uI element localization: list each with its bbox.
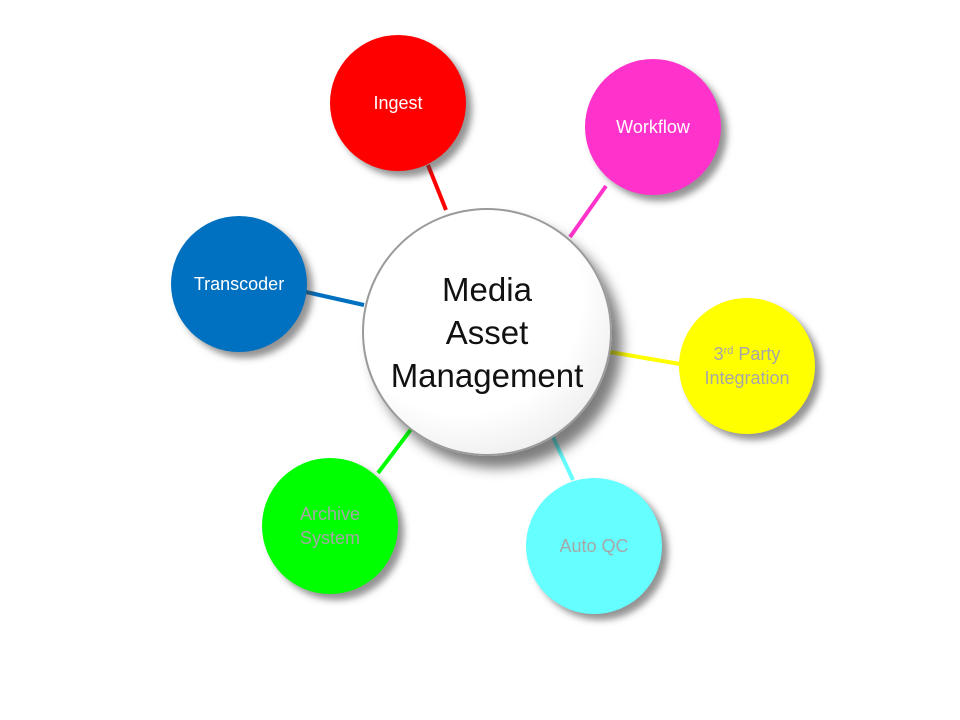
hub-label-line3: Management (390, 356, 584, 394)
node-archive-system: Archive System (262, 458, 398, 594)
node-ingest-label: Ingest (373, 93, 423, 113)
connector-workflow (568, 184, 608, 239)
node-ingest: Ingest (330, 35, 466, 171)
hub-label-line1: Media (442, 270, 532, 308)
node-third-party-label-line2: Integration (704, 368, 790, 388)
ordinal-number: 3 (713, 344, 724, 364)
node-transcoder: Transcoder (171, 216, 307, 352)
node-third-party-label-line1: 3rd Party (714, 342, 781, 366)
connector-archive (376, 426, 414, 475)
hub-label-line2: Asset (445, 313, 529, 351)
node-archive-label-line1: Archive (299, 504, 361, 524)
connector-ingest (426, 164, 448, 211)
node-archive-label-line2: System (299, 528, 360, 548)
party-word: Party (738, 344, 781, 364)
connector-auto-qc (550, 434, 575, 481)
node-transcoder-label: Transcoder (193, 274, 285, 294)
connector-transcoder (305, 290, 365, 307)
hub-media-asset-management: Media Asset Management (362, 208, 612, 456)
ordinal-suffix: rd (723, 345, 734, 357)
node-workflow-label: Workflow (616, 117, 690, 137)
node-workflow: Workflow (585, 59, 721, 195)
connector-third-party (609, 350, 681, 366)
node-auto-qc-label: Auto QC (559, 536, 629, 556)
node-auto-qc: Auto QC (526, 478, 662, 614)
node-third-party-integration: 3rd Party Integration (679, 298, 815, 434)
